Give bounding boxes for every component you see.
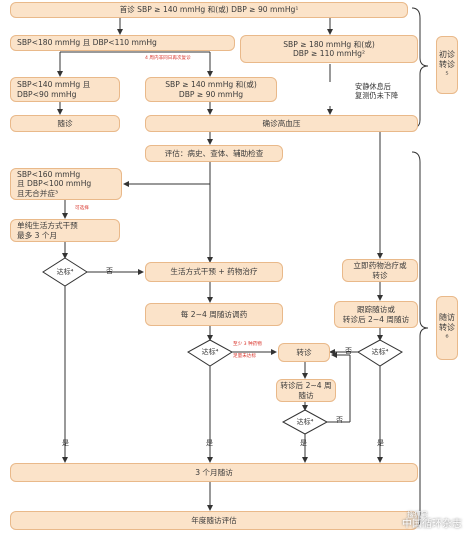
box-lifestyle-plus-drug: 生活方式干预 + 药物治疗 <box>145 262 283 282</box>
box-immediate-drug: 立即药物治疗或 转诊 <box>342 259 418 282</box>
decision-label-4: 达标⁴ <box>296 418 314 426</box>
box-lifestyle-only: 单纯生活方式干预 最多 3 个月 <box>10 219 120 242</box>
box-elevated-bp: SBP ≥ 140 mmHg 和(或) DBP ≥ 90 mmHg <box>145 77 277 102</box>
note-three-drugs: 至少 3 种药物 <box>233 342 262 347</box>
yes-label-2: 是 <box>206 439 213 447</box>
box-adjust-2-4-weeks: 每 2~4 周随访调药 <box>145 303 283 326</box>
box-follow-up: 随诊 <box>10 115 120 132</box>
side-label-follow-up-referral: 随访转诊⁶ <box>436 296 458 360</box>
no-label-2: 否 <box>345 347 352 355</box>
box-low-bp: SBP<180 mmHg 且 DBP<110 mmHg <box>10 35 235 51</box>
no-label-3: 否 <box>336 416 343 424</box>
box-confirmed-hypertension: 确诊高血压 <box>145 115 418 132</box>
note-full-dose: 足量未达标 <box>233 354 256 359</box>
watermark-source: 搜狐号 <box>407 511 428 519</box>
note-rest-recheck: 安静休息后 复测仍未下降 <box>355 82 399 100</box>
box-mild-no-comorbidity: SBP<160 mmHg 且 DBP<100 mmHg 且无合并症³ <box>10 168 122 200</box>
box-normal-bp: SBP<140 mmHg 且 DBP<90 mmHg <box>10 77 120 102</box>
box-annual-evaluation: 年度随访评估 <box>10 511 418 530</box>
box-first-visit: 首诊 SBP ≥ 140 mmHg 和(或) DBP ≥ 90 mmHg¹ <box>10 2 408 18</box>
box-track-follow-up: 跟踪随访或 转诊后 2~4 周随访 <box>334 301 418 328</box>
decision-label-1: 达标⁴ <box>56 268 74 276</box>
decision-label-2: 达标⁴ <box>201 348 219 356</box>
decision-label-3: 达标⁴ <box>371 348 389 356</box>
yes-label-1: 是 <box>62 439 69 447</box>
no-label-1: 否 <box>106 267 113 275</box>
side-label-initial-referral: 初诊转诊⁵ <box>436 36 458 94</box>
decision-diamond-1 <box>42 257 88 287</box>
note-optional: 可选择 <box>75 206 89 211</box>
note-recheck: 4 周内非同日再次复诊 <box>145 56 191 61</box>
decision-diamond-3 <box>357 339 403 367</box>
box-evaluation: 评估：病史、查体、辅助检查 <box>145 145 283 162</box>
box-referral: 转诊 <box>278 343 330 362</box>
yes-label-3: 是 <box>300 439 307 447</box>
decision-diamond-4 <box>281 409 329 435</box>
yes-label-4: 是 <box>377 439 384 447</box>
box-3-month-follow-up: 3 个月随访 <box>10 463 418 482</box>
decision-diamond-2 <box>187 339 233 367</box>
box-high-bp: SBP ≥ 180 mmHg 和(或) DBP ≥ 110 mmHg² <box>240 35 418 63</box>
box-referral-follow-up: 转诊后 2~4 周 随访 <box>276 379 336 402</box>
watermark-journal: 中国循环杂志 <box>402 519 462 530</box>
